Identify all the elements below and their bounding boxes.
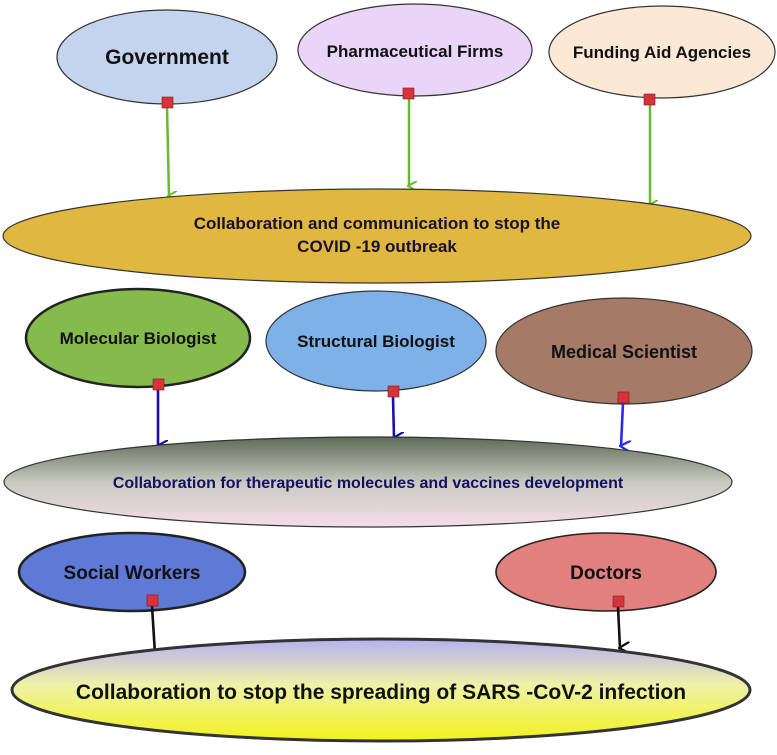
node-funding-aid-agencies: Funding Aid Agencies bbox=[548, 5, 776, 99]
node-collaboration-covid: Collaboration and communication to stop … bbox=[2, 188, 752, 284]
node-collaboration-sars: Collaboration to stop the spreading of S… bbox=[10, 637, 752, 743]
node-structural-biologist: Structural Biologist bbox=[265, 290, 487, 392]
arrow-social-workers bbox=[150, 605, 155, 654]
node-doctors: Doctors bbox=[495, 532, 717, 612]
collab-therapeutics-label: Collaboration for therapeutic molecules … bbox=[113, 475, 624, 492]
node-doctors-label: Doctors bbox=[570, 563, 642, 584]
connector-medical-scientist bbox=[617, 391, 630, 404]
node-molecular-biologist: Molecular Biologist bbox=[24, 287, 252, 389]
node-medical-scientist-label: Medical Scientist bbox=[551, 342, 697, 362]
collab-covid-line2: COVID -19 outbreak bbox=[297, 237, 457, 256]
arrow-government bbox=[165, 106, 169, 196]
connector-government bbox=[161, 96, 174, 109]
connector-pharmaceutical-firms bbox=[402, 87, 415, 100]
node-social-workers-label: Social Workers bbox=[64, 563, 201, 584]
node-funding-aid-agencies-label: Funding Aid Agencies bbox=[573, 43, 751, 62]
arrow-medical-scientist bbox=[621, 402, 623, 446]
node-collaboration-therapeutics: Collaboration for therapeutic molecules … bbox=[3, 436, 733, 528]
collab-covid-line1: Collaboration and communication to stop … bbox=[194, 214, 560, 233]
node-pharmaceutical-firms-label: Pharmaceutical Firms bbox=[327, 42, 504, 61]
node-social-workers: Social Workers bbox=[17, 531, 247, 613]
collab-sars-label: Collaboration to stop the spreading of S… bbox=[76, 681, 686, 704]
node-molecular-biologist-label: Molecular Biologist bbox=[60, 329, 217, 348]
arrow-doctors bbox=[616, 606, 620, 648]
connector-structural-biologist bbox=[387, 385, 400, 398]
arrow-structural-biologist bbox=[391, 396, 394, 438]
node-government: Government bbox=[56, 9, 278, 105]
node-pharmaceutical-firms: Pharmaceutical Firms bbox=[297, 3, 533, 97]
connector-funding-aid-agencies bbox=[643, 93, 656, 106]
node-structural-biologist-label: Structural Biologist bbox=[297, 332, 455, 351]
connector-molecular-biologist bbox=[152, 378, 165, 391]
node-government-label: Government bbox=[105, 46, 229, 69]
node-medical-scientist: Medical Scientist bbox=[495, 297, 753, 405]
connector-doctors bbox=[612, 595, 625, 608]
connector-social-workers bbox=[146, 594, 159, 607]
